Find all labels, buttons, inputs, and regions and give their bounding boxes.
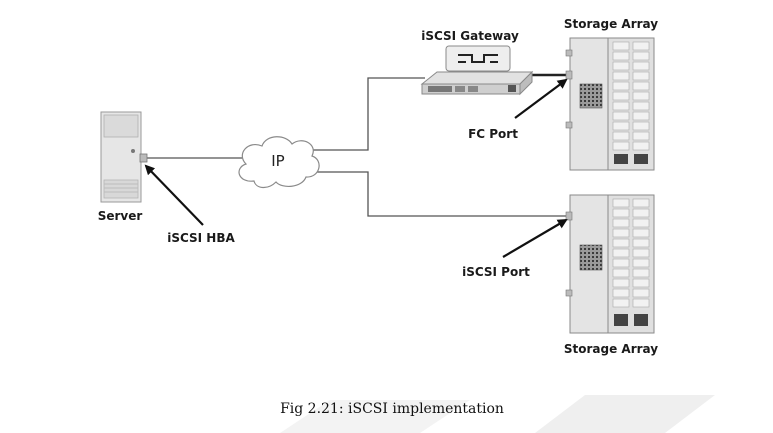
storage-array-top-label: Storage Array: [564, 17, 658, 31]
iscsi-hba-arrow: [144, 164, 204, 226]
cloud-to-storage-iscsi-line: [312, 171, 570, 217]
watermark: [280, 395, 715, 433]
iscsi-port-arrow: [502, 218, 568, 258]
server-icon: [100, 111, 148, 203]
iscsi-hba-label: iSCSI HBA: [167, 231, 235, 245]
gateway-label: iSCSI Gateway: [421, 29, 519, 43]
cloud-to-gateway-line: [312, 77, 425, 151]
storage-array-bottom-label: Storage Array: [564, 342, 658, 356]
iscsi-port-label: iSCSI Port: [462, 265, 530, 279]
fc-port-label: FC Port: [468, 127, 518, 141]
connections: [147, 73, 570, 217]
server-label: Server: [98, 209, 143, 223]
fc-port-arrow: [514, 78, 568, 119]
gateway-icon: [420, 45, 534, 96]
ip-label: IP: [271, 152, 284, 170]
figure-caption: Fig 2.21: iSCSI implementation: [280, 401, 504, 417]
storage-array-bottom-icon: [565, 194, 655, 334]
pointer-arrows: [144, 78, 568, 258]
ip-cloud-icon: [238, 136, 320, 189]
storage-array-top-icon: [565, 37, 655, 171]
